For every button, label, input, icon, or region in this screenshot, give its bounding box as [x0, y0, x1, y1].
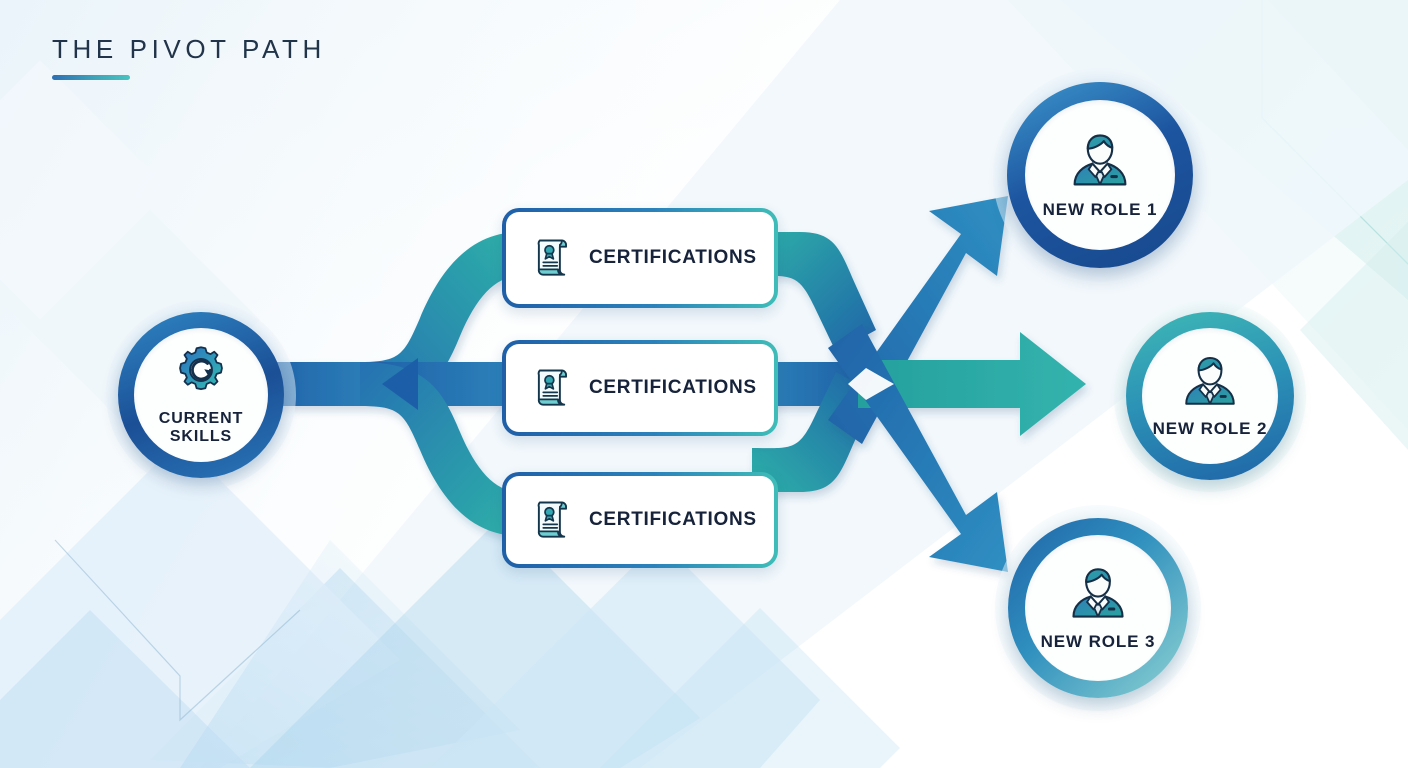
- certificate-scroll-icon: [532, 367, 572, 409]
- node-new-role-2[interactable]: NEW ROLE 2: [1114, 300, 1306, 492]
- professional-person-icon: [1069, 130, 1131, 193]
- node-face: CURRENT SKILLS: [134, 328, 268, 462]
- junction-gap: [848, 368, 894, 400]
- card-body: CERTIFICATIONS: [506, 212, 774, 304]
- node-label: NEW ROLE 3: [1040, 632, 1156, 652]
- certificate-scroll-icon: [532, 499, 572, 541]
- node-label: CURRENT SKILLS: [158, 410, 244, 445]
- arrow-to-new-role-2: [858, 332, 1086, 436]
- card-label: CERTIFICATIONS: [589, 377, 757, 398]
- professional-person-icon: [1181, 353, 1239, 412]
- card-certification-1[interactable]: CERTIFICATIONS: [502, 208, 778, 308]
- connector-merge-from-certification-1: [752, 232, 876, 352]
- node-face: NEW ROLE 2: [1142, 328, 1278, 464]
- gear-refresh-icon: [175, 344, 227, 401]
- page-title: THE PIVOT PATH: [52, 34, 326, 64]
- node-new-role-3[interactable]: NEW ROLE 3: [995, 505, 1201, 711]
- title-block: THE PIVOT PATH: [52, 36, 326, 80]
- professional-person-icon: [1068, 564, 1128, 625]
- split-arrowhead-icon: [382, 358, 418, 410]
- connector-branch-to-certification-3: [360, 362, 520, 536]
- node-current-skills[interactable]: CURRENT SKILLS: [106, 300, 296, 490]
- card-label: CERTIFICATIONS: [589, 247, 757, 268]
- certificate-scroll-icon: [532, 237, 572, 279]
- node-label: NEW ROLE 1: [1042, 200, 1158, 220]
- node-label: NEW ROLE 2: [1152, 419, 1268, 439]
- card-certification-2[interactable]: CERTIFICATIONS: [502, 340, 778, 436]
- bg-shape-group-bottom-left: [0, 440, 900, 768]
- node-new-role-1[interactable]: NEW ROLE 1: [993, 68, 1207, 282]
- card-body: CERTIFICATIONS: [506, 344, 774, 432]
- node-face: NEW ROLE 1: [1025, 100, 1175, 250]
- card-label: CERTIFICATIONS: [589, 509, 757, 530]
- card-body: CERTIFICATIONS: [506, 476, 774, 564]
- node-face: NEW ROLE 3: [1025, 535, 1171, 681]
- card-certification-3[interactable]: CERTIFICATIONS: [502, 472, 778, 568]
- title-underline-rule: [52, 75, 130, 80]
